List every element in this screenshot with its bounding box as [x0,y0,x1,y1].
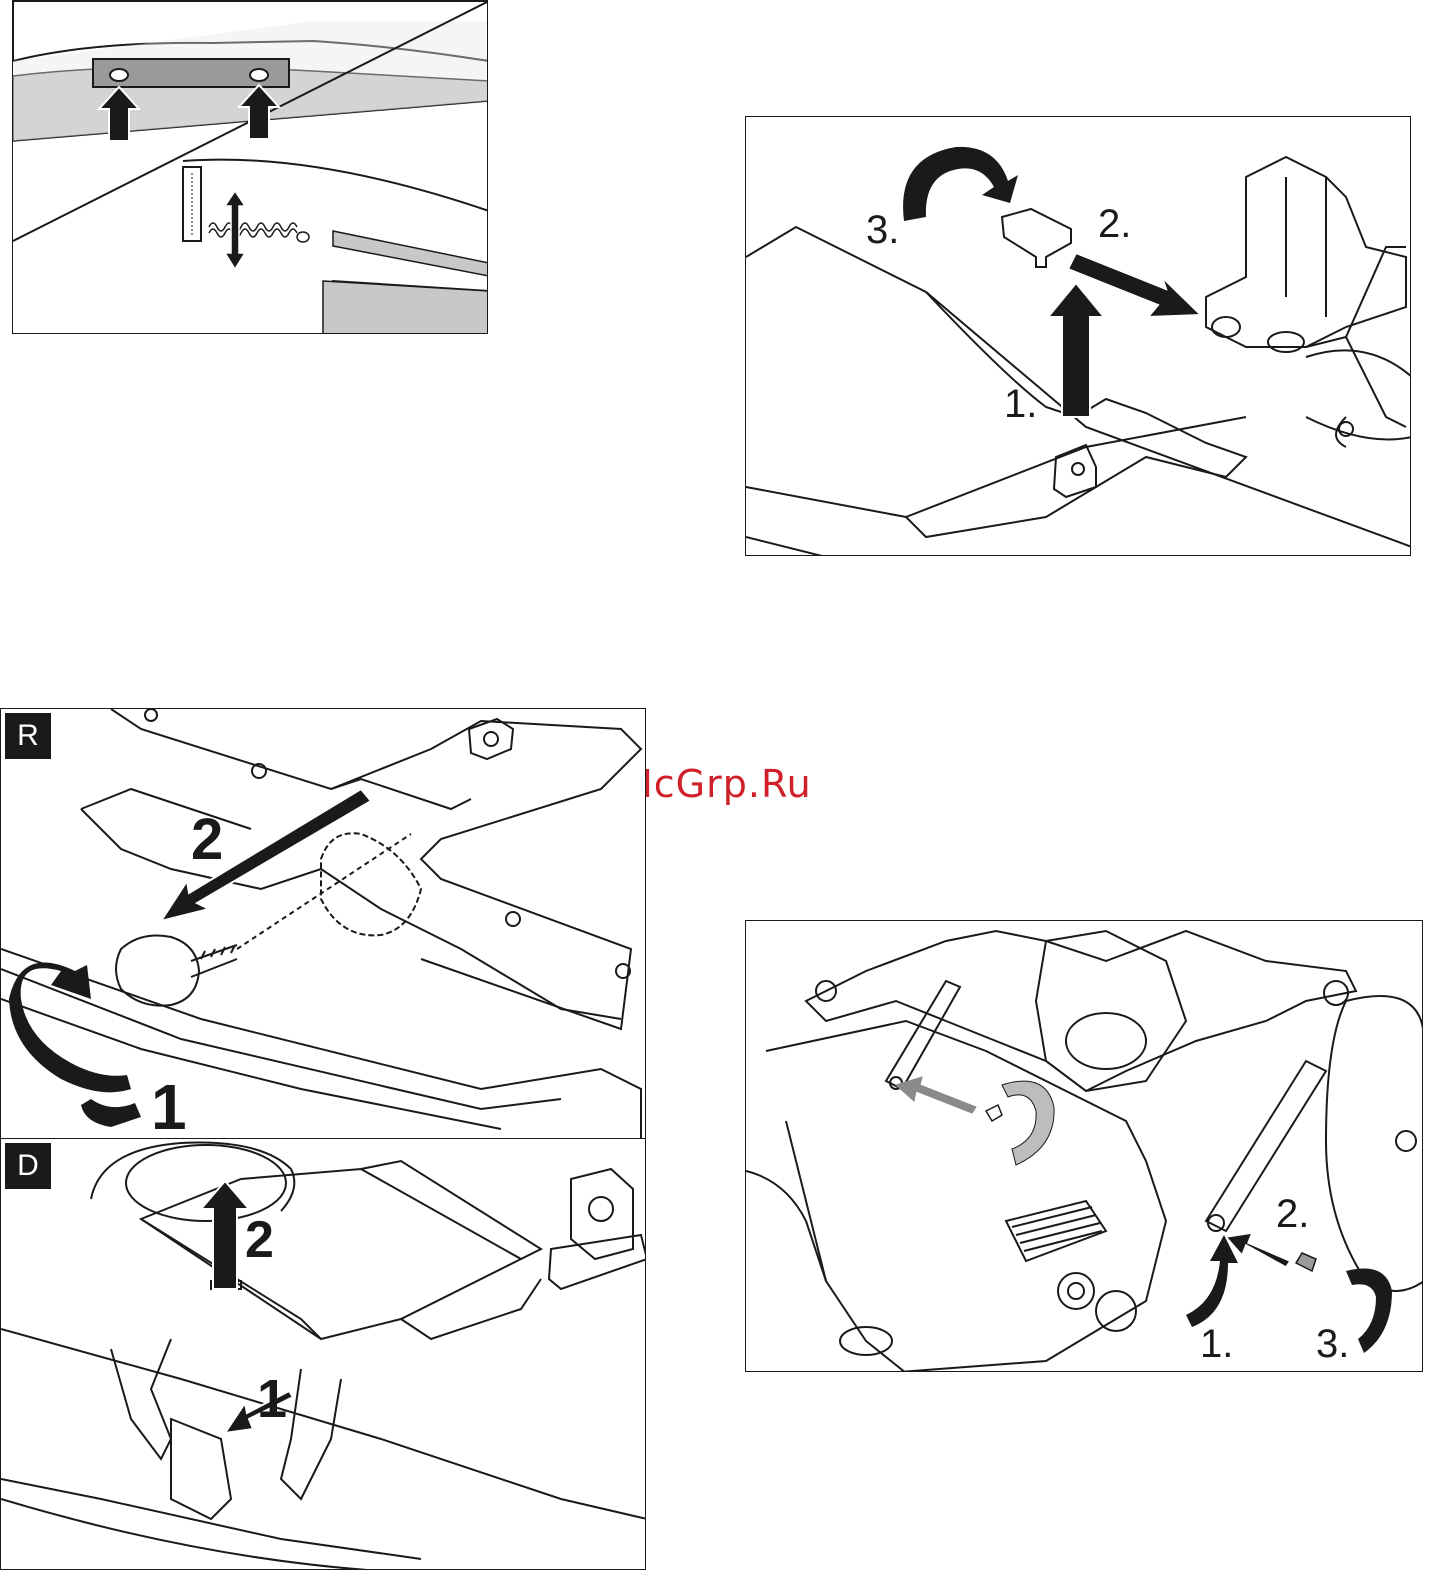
r-illustration: 2 1 [1,709,646,1140]
grey-arrow-rotate [1002,1081,1054,1165]
arrow-rotate-3 [1346,1269,1392,1354]
figure-d: 2 1 D [0,1138,646,1570]
arrow-rotate-3 [903,147,1018,221]
svg-text:3.: 3. [866,208,899,252]
pins-illustration: 2. 1. 3. [746,921,1423,1372]
figure-hitch: 3. 2. 1. [745,116,1411,556]
watermark: McGrp.Ru [620,762,812,806]
figure-r: 2 1 R [0,708,646,1140]
svg-text:2.: 2. [1276,1192,1309,1236]
arrow-rotate-1 [1186,1235,1238,1327]
svg-text:1: 1 [257,1369,287,1429]
grey-arrow-push [896,1077,976,1113]
figure-pins: 2. 1. 3. [745,920,1423,1372]
spring-illustration [13,1,488,334]
svg-text:1.: 1. [1004,382,1037,426]
d-illustration: 2 1 [1,1139,646,1570]
badge-r: R [5,713,51,759]
arrow-lift-2 [201,1181,249,1289]
arrow-rotate-1 [9,963,131,1093]
arrow-up-1 [1048,283,1104,417]
hitch-illustration: 3. 2. 1. [746,117,1411,556]
svg-text:2: 2 [245,1211,274,1269]
figure-spring-adjustment [12,0,488,334]
svg-text:3.: 3. [1316,1322,1349,1366]
svg-text:2: 2 [191,807,223,872]
svg-text:1.: 1. [1200,1322,1233,1366]
svg-text:1: 1 [151,1071,187,1140]
badge-d: D [5,1143,51,1189]
svg-text:2.: 2. [1098,202,1131,246]
